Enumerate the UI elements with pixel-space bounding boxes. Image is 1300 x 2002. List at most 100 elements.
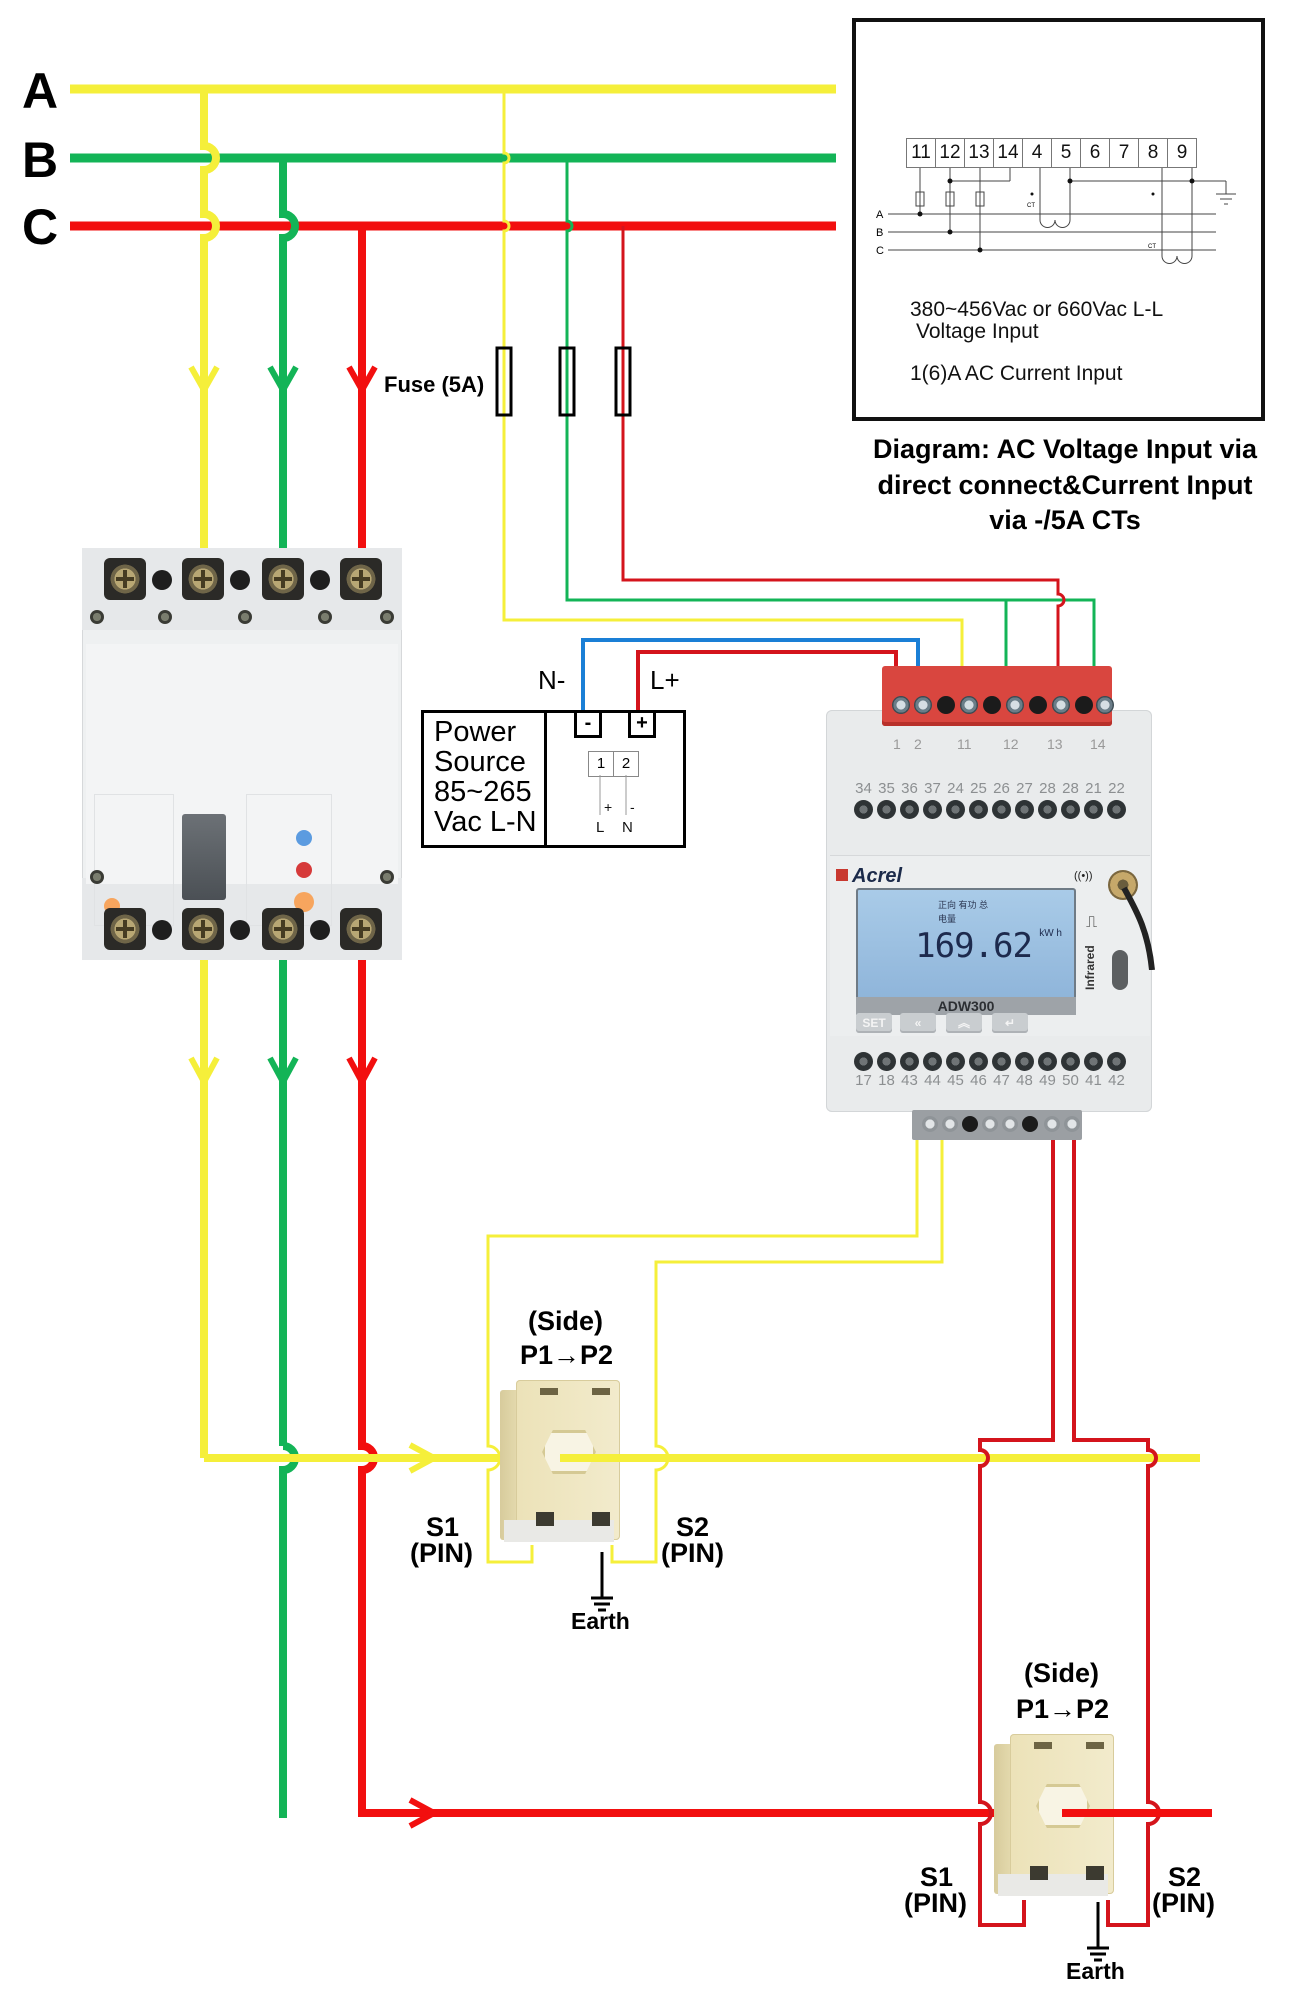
meter-lcd: 正向 有功 总 电量 169.62 kW h (856, 888, 1076, 1000)
breaker-hole (230, 570, 250, 590)
meter-row2-label: 26 (993, 780, 1010, 797)
breaker-bolt (238, 610, 252, 624)
meter-bottom-terminal[interactable] (1002, 1116, 1018, 1132)
breaker-hole (152, 920, 172, 940)
inset-schematic: A B C CT CT (876, 168, 1236, 264)
meter-label-13: 13 (1047, 736, 1063, 752)
breaker-adjust-knob[interactable] (296, 830, 312, 846)
meter-terminal-screw[interactable] (900, 800, 919, 819)
meter-row3-label: 17 (855, 1072, 872, 1089)
meter-terminal-screw[interactable] (1038, 1052, 1057, 1071)
ct1-window (542, 1430, 596, 1474)
arrow-b-upper (267, 365, 299, 397)
fuse-b (558, 346, 576, 417)
breaker-handle[interactable] (182, 814, 226, 900)
breaker-hole (310, 920, 330, 940)
breaker-hole (230, 920, 250, 940)
meter-up-button[interactable]: ︽ (946, 1013, 982, 1033)
ct2-s2-label: S2 (1168, 1862, 1202, 1892)
breaker-bolt (158, 610, 172, 624)
meter-terminal-screw[interactable] (1015, 800, 1034, 819)
meter-terminal-screw[interactable] (877, 1052, 896, 1071)
meter-terminal-2[interactable] (914, 696, 932, 714)
ct1-s1-pin (536, 1512, 554, 1526)
arrow-a-lower (188, 1056, 220, 1089)
breaker-bolt (380, 870, 394, 884)
meter-terminal-screw[interactable] (1107, 1052, 1126, 1071)
inset-terminal: 8 (1139, 139, 1168, 167)
meter-label-14: 14 (1090, 736, 1106, 752)
meter-terminal-screw[interactable] (1061, 800, 1080, 819)
meter-set-button[interactable]: SET (856, 1013, 892, 1033)
power-source-line3: 85~265 (434, 776, 532, 808)
meter-row2-label: 37 (924, 780, 941, 797)
inset-terminal: 7 (1110, 139, 1139, 167)
meter-row3-label: 18 (878, 1072, 895, 1089)
meter-terminal-screw[interactable] (1084, 1052, 1103, 1071)
meter-terminal-screw[interactable] (1061, 1052, 1080, 1071)
mini-terminal-1: 1 (589, 752, 614, 776)
ct2-s1-wire (978, 1130, 1055, 1927)
meter-bottom-terminal-empty (1022, 1116, 1038, 1132)
circuit-breaker (82, 548, 402, 960)
ct1-side-label: (Side) (528, 1306, 604, 1336)
inset-phase-a: A (876, 209, 884, 221)
meter-enter-button[interactable]: ↵ (992, 1013, 1028, 1033)
meter-left-button[interactable]: « (900, 1013, 936, 1033)
meter-terminal-14[interactable] (1096, 696, 1114, 714)
meter-terminal-empty (983, 696, 1001, 714)
meter-model: ADW300 (856, 997, 1076, 1015)
infrared-port (1112, 950, 1128, 990)
meter-terminal-1[interactable] (892, 696, 910, 714)
meter-bottom-terminal[interactable] (1044, 1116, 1060, 1132)
diagram-title-line3: via -/5A CTs (989, 505, 1141, 536)
breaker-hole (310, 570, 330, 590)
breaker-screw (104, 558, 146, 600)
meter-terminal-screw[interactable] (992, 1052, 1011, 1071)
meter-row2-label: 22 (1108, 780, 1125, 797)
meter-bottom-terminal[interactable] (942, 1116, 958, 1132)
meter-terminal-screw[interactable] (900, 1052, 919, 1071)
meter-terminal-screw[interactable] (854, 1052, 873, 1071)
meter-terminal-screw[interactable] (877, 800, 896, 819)
meter-top-terminal-block (882, 666, 1114, 726)
meter-terminal-screw[interactable] (992, 800, 1011, 819)
meter-bottom-terminal[interactable] (982, 1116, 998, 1132)
inset-ct-label-2: CT (1148, 244, 1156, 250)
meter-terminal-screw[interactable] (969, 1052, 988, 1071)
meter-terminal-13[interactable] (1052, 696, 1070, 714)
meter-terminal-screw[interactable] (946, 1052, 965, 1071)
meter-bottom-terminal[interactable] (1064, 1116, 1080, 1132)
ct2-s2-wire (1072, 1130, 1161, 1927)
ct1-primary-pass (560, 1454, 700, 1462)
breaker-bolt (380, 610, 394, 624)
drop-b-lower-hop (279, 1442, 299, 1818)
meter-terminal-screw[interactable] (854, 800, 873, 819)
meter-terminal-screw[interactable] (1107, 800, 1126, 819)
meter-terminal-12[interactable] (1006, 696, 1024, 714)
meter-terminal-screw[interactable] (923, 800, 942, 819)
meter-terminal-screw[interactable] (969, 800, 988, 819)
meter-row2-label: 36 (901, 780, 918, 797)
breaker-reset-button[interactable] (294, 892, 314, 912)
meter-terminal-screw[interactable] (923, 1052, 942, 1071)
ct2-side-label: (Side) (1024, 1658, 1100, 1688)
meter-row2-label: 24 (947, 780, 964, 797)
meter-terminal-11[interactable] (960, 696, 978, 714)
meter-terminal-screw[interactable] (1038, 800, 1057, 819)
inset-current-line: 1(6)A AC Current Input (910, 362, 1123, 385)
inset-terminal: 14 (994, 139, 1023, 167)
meter-terminal-screw[interactable] (946, 800, 965, 819)
meter-bottom-terminal[interactable] (922, 1116, 938, 1132)
ct1-s2-pin (592, 1512, 610, 1526)
inset-terminal: 6 (1081, 139, 1110, 167)
breaker-test-button[interactable] (296, 862, 312, 878)
ct2-slot (1034, 1742, 1052, 1749)
arrow-c-lower (346, 1056, 378, 1089)
neg-wire-label: N- (538, 665, 566, 695)
meter-terminal-screw[interactable] (1015, 1052, 1034, 1071)
meter-terminal-screw[interactable] (1084, 800, 1103, 819)
inset-terminal: 9 (1176, 142, 1188, 163)
ct2-direction-label: P1→P2 (1016, 1694, 1110, 1724)
arrow-a-horizontal (408, 1442, 441, 1474)
